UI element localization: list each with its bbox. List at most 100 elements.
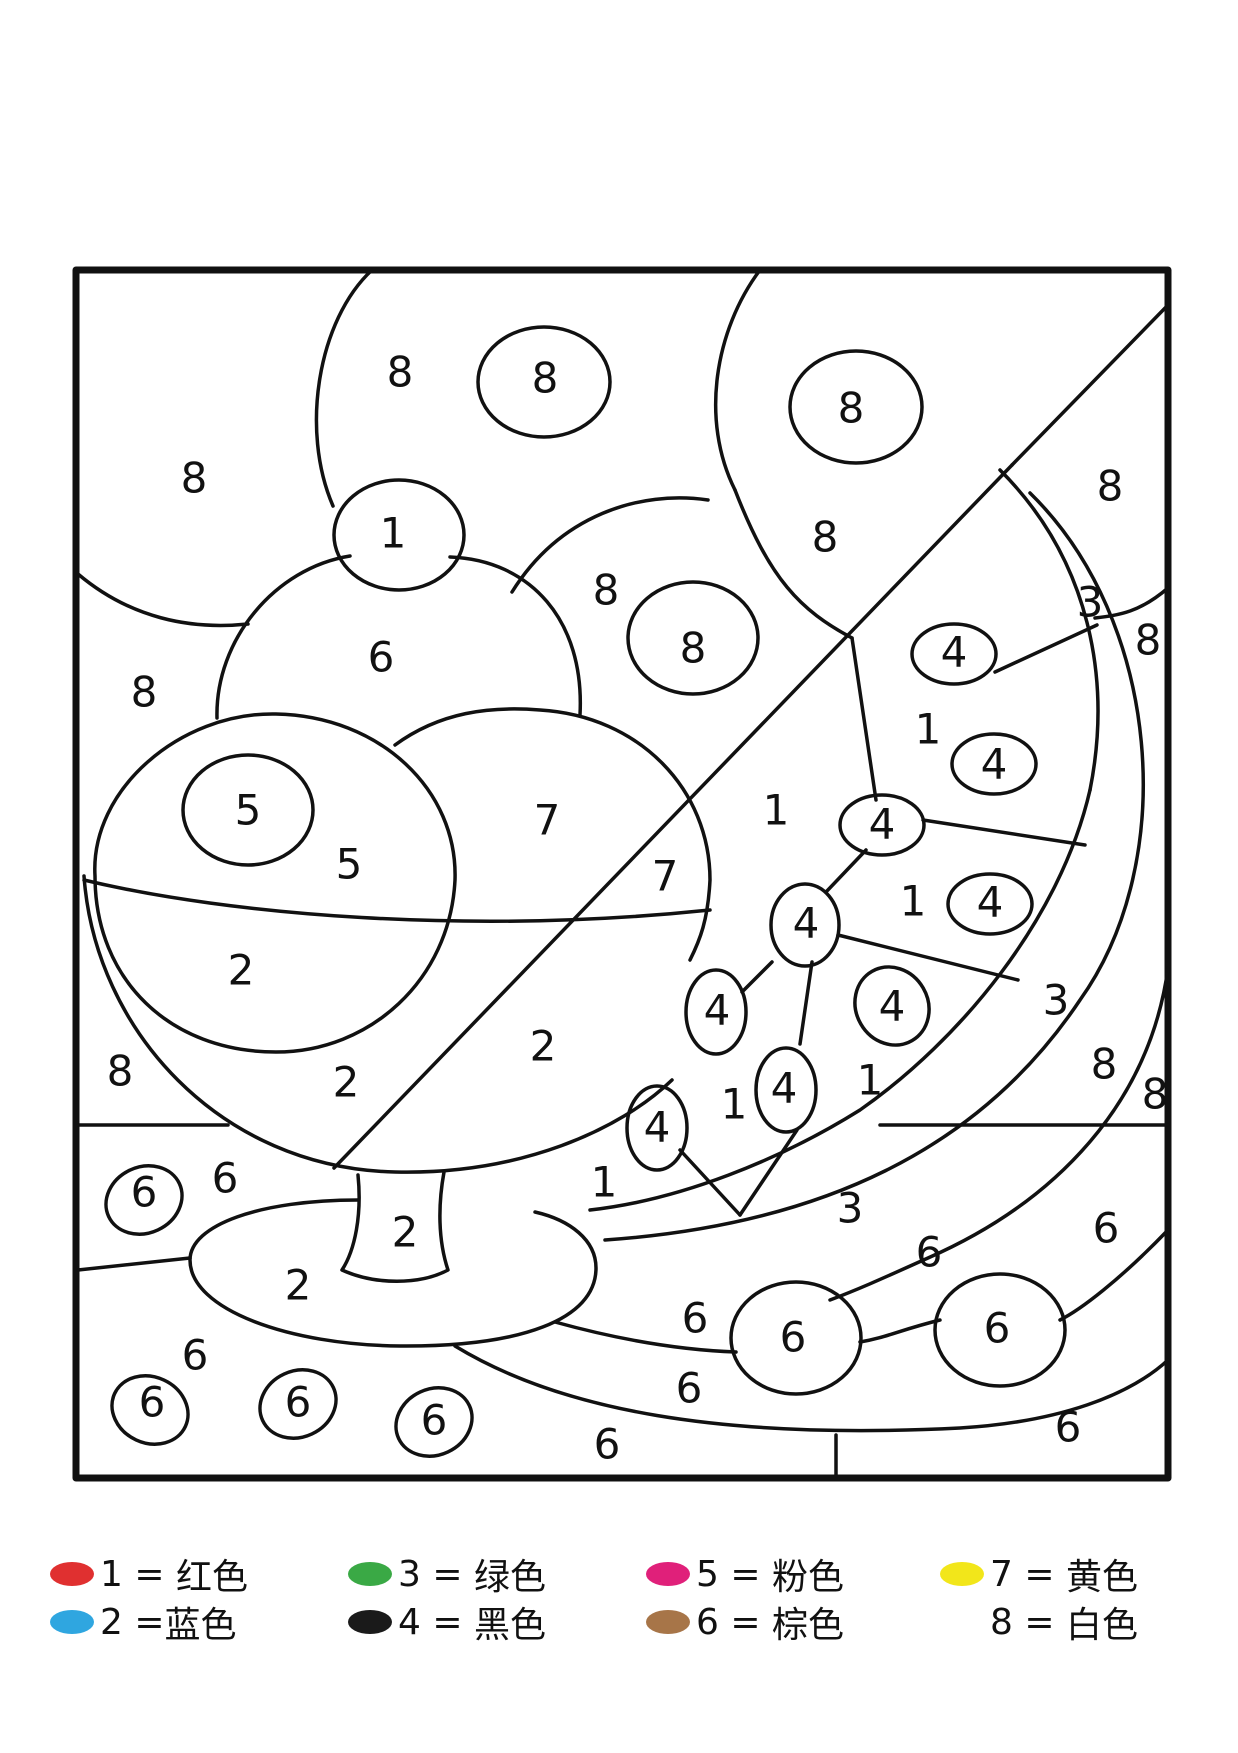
region-number: 4 [644,1103,671,1152]
outline-circle [946,872,1034,936]
region-number: 6 [368,633,395,682]
outline-circle [910,622,998,686]
outline-path [1093,586,1170,620]
region-number: 4 [977,878,1004,927]
outline-circle [769,882,841,968]
legend-equals: = [1024,1601,1055,1643]
legend-equals: = [134,1601,165,1643]
region-number: 5 [336,840,363,889]
region-number: 4 [981,740,1008,789]
outline-path [93,712,457,1054]
region-number: 1 [763,786,790,835]
legend-equals: = [730,1553,761,1595]
region-number: 6 [1055,1403,1082,1452]
legend-equals: = [432,1553,463,1595]
region-number: 3 [1043,976,1070,1025]
region-number: 6 [131,1168,158,1217]
region-number: 8 [1135,616,1162,665]
outline-path [215,554,352,720]
region-number: 4 [771,1064,798,1113]
outline-path [798,960,814,1046]
outline-path [510,496,710,594]
legend-color-name: 蓝色 [164,1605,237,1646]
outline-path [188,1198,598,1348]
region-number: 4 [704,986,731,1035]
paint-splat-icon [348,1610,392,1634]
legend-number: 4 [398,1601,421,1643]
outline-circle [838,793,926,857]
region-number: 8 [1142,1070,1169,1119]
region-number: 2 [392,1208,419,1257]
legend-item-4: 4 = 黑色 [348,1600,546,1646]
region-number: 8 [1091,1040,1118,1089]
outline-path [733,488,854,640]
legend-item-2: 2 =蓝色 [50,1600,237,1646]
legend-color-name: 黑色 [473,1605,546,1646]
outline-circle [754,1046,818,1134]
outline-circle [332,478,466,592]
outline-path [1010,303,1170,467]
outline-path [453,1344,1170,1433]
region-number: 8 [532,354,559,403]
outline-path [332,463,1014,1170]
legend-color-name: 黄色 [1065,1557,1138,1598]
region-number: 4 [879,982,906,1031]
legend-number: 5 [696,1553,719,1595]
region-number: 1 [591,1158,618,1207]
region-number: 6 [984,1304,1011,1353]
legend-number: 3 [398,1553,421,1595]
legend-number: 2 [100,1601,123,1643]
region-number: 6 [1093,1204,1120,1253]
region-number: 8 [680,624,707,673]
region-number: 3 [837,1184,864,1233]
outline-path [1058,1228,1170,1322]
outline-circle [950,732,1038,796]
legend-item-3: 3 = 绿色 [348,1552,546,1598]
legend-number: 8 [990,1601,1013,1643]
outline-path [713,268,762,492]
outline-path [824,848,868,894]
outline-circle [394,1386,474,1458]
outline-path [553,1320,738,1354]
legend-color-name: 白色 [1065,1605,1138,1646]
outline-path [82,874,674,1174]
outline-path [738,1128,799,1217]
legend-number: 1 [100,1553,123,1595]
outline-circle [788,349,924,465]
outline-path [588,788,1092,1212]
region-number: 2 [228,946,255,995]
legend-color-name: 红色 [175,1557,248,1598]
paint-splat-icon [940,1562,984,1586]
outline-path [740,960,774,994]
outline-path [850,636,878,802]
region-number: 8 [1097,462,1124,511]
region-number: 8 [812,513,839,562]
region-number: 5 [235,786,262,835]
outline-path [828,966,1170,1302]
outline-path [678,1148,742,1217]
outline-path [998,468,1100,792]
region-number: 6 [139,1378,166,1427]
legend-item-1: 1 = 红色 [50,1552,248,1598]
legend-equals: = [134,1553,165,1595]
outline-circle [625,1084,689,1172]
outline-path [858,1318,942,1344]
paint-splat-icon [940,1610,984,1634]
outline-path [993,623,1099,674]
outline-circle [626,580,760,696]
outline-path [603,491,1145,1242]
region-number: 6 [682,1294,709,1343]
outline-path [836,933,1020,982]
legend-number: 6 [696,1601,719,1643]
region-number: 3 [1077,578,1104,627]
paint-splat-icon [348,1562,392,1586]
region-number: 1 [380,509,407,558]
region-number: 8 [181,454,208,503]
region-number: 6 [780,1313,807,1362]
region-number: 2 [333,1058,360,1107]
legend-item-8: 8 = 白色 [940,1600,1138,1647]
paint-splat-icon [646,1610,690,1634]
region-number: 6 [285,1378,312,1427]
